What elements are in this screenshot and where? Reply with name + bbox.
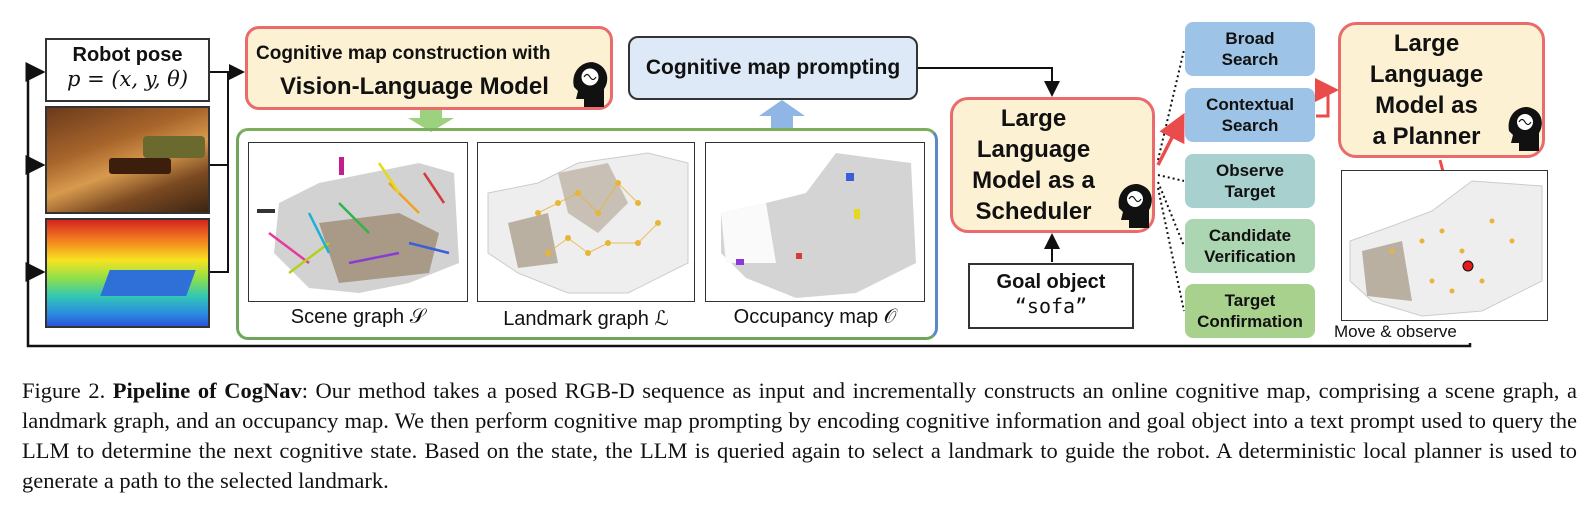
robot-pose-title: Robot pose <box>72 44 183 66</box>
scheduler-line1: Large Language <box>976 105 1091 163</box>
occupancy-map-image <box>705 142 925 302</box>
llm-scheduler-box: Large Language Model as a Scheduler <box>950 97 1155 233</box>
cognitive-map-frame <box>236 128 938 340</box>
state-line1: Candidate <box>1208 226 1292 245</box>
goal-value: “sofa” <box>1014 294 1088 318</box>
cmc-line1: Cognitive map construction with <box>256 43 551 64</box>
state-line1: Target <box>1224 291 1276 310</box>
scene-graph-image <box>248 142 468 302</box>
planner-line1: Large Language <box>1369 30 1484 88</box>
occupancy-map-label: Occupancy map 𝒪 <box>733 306 897 328</box>
landmark-graph-image <box>477 142 695 302</box>
sofa-shape <box>143 136 205 158</box>
state-line2: Target <box>1224 182 1276 201</box>
landmark-graph-label: Landmark graph ℒ <box>503 308 669 330</box>
scene-graph-label: Scene graph 𝒮 <box>290 306 426 328</box>
cognitive-map-prompting-box: Cognitive map prompting <box>628 36 918 100</box>
planner-line2: Model as <box>1375 92 1478 119</box>
brain-icon <box>573 62 608 107</box>
scheduler-line3: Scheduler <box>975 198 1092 225</box>
state-line1: Observe <box>1215 161 1285 180</box>
state-line2: Search <box>1221 116 1279 135</box>
robot-pose-box: Robot pose p = (x, y, θ) <box>45 38 210 102</box>
depth-table-shape <box>100 270 196 296</box>
llm-planner-box: Large Language Model as a Planner <box>1338 22 1545 158</box>
depth-frame-image <box>45 218 210 328</box>
state-line1: Broad <box>1225 29 1275 48</box>
caption-bold: Pipeline of CogNav <box>112 378 302 403</box>
cmc-line2: Vision-Language Model <box>280 73 549 100</box>
rgb-frame-image <box>45 106 210 214</box>
robot-pose-equation: p = (x, y, θ) <box>66 67 189 91</box>
figure-caption: Figure 2. Pipeline of CogNav: Our method… <box>22 376 1577 496</box>
goal-object-box: Goal object “sofa” <box>968 263 1134 329</box>
move-observe-map-image <box>1341 170 1548 321</box>
selected-landmark-marker <box>1462 260 1474 272</box>
table-shape <box>109 158 171 174</box>
caption-prefix: Figure 2. <box>22 378 113 403</box>
cognitive-map-construction-box: Cognitive map construction with Vision-L… <box>245 26 613 110</box>
state-line1: Contextual <box>1206 95 1294 114</box>
goal-title: Goal object <box>996 271 1106 293</box>
state-line2: Confirmation <box>1197 312 1303 331</box>
caption-text: : Our method takes a posed RGB-D sequenc… <box>22 378 1577 493</box>
state-line2: Search <box>1221 50 1279 69</box>
scheduler-line2: Model as a <box>972 167 1095 194</box>
brain-icon <box>1508 107 1542 151</box>
move-observe-label: Move & observe <box>1334 322 1457 341</box>
brain-icon <box>1118 184 1152 228</box>
state-line2: Verification <box>1204 247 1296 266</box>
planner-line3: a Planner <box>1372 123 1481 150</box>
